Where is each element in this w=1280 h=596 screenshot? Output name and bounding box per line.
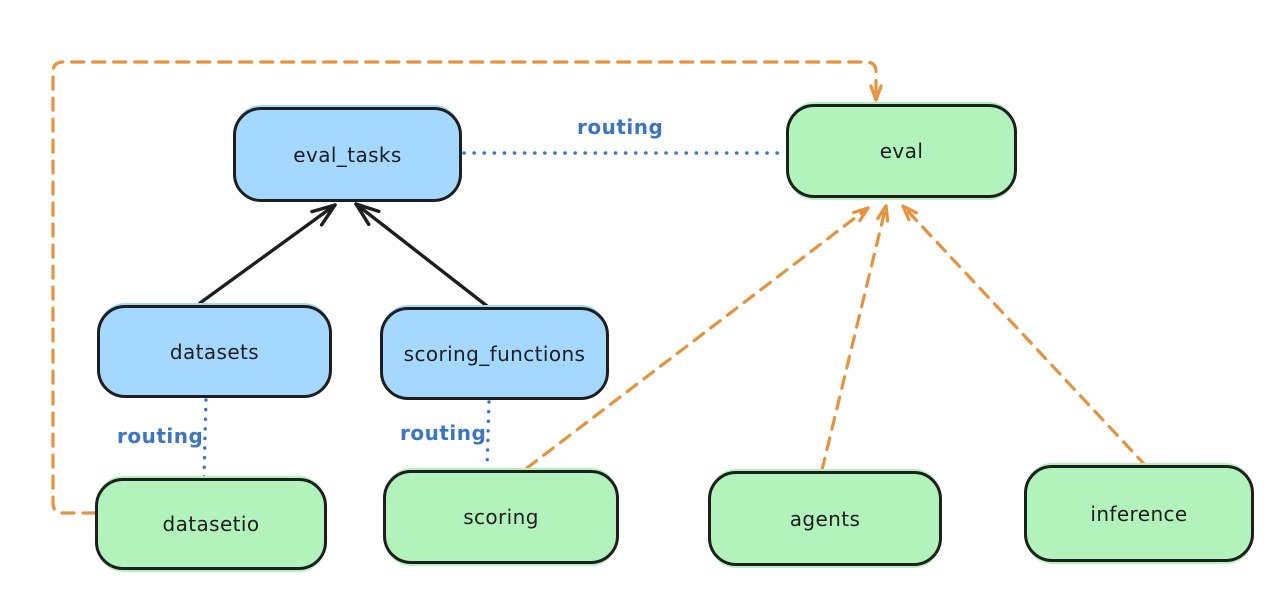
edge-scoring-eval-arrowhead [852,206,870,215]
edge-datasetio-eval-arrowhead [869,84,878,102]
node-agents: agents [708,471,942,566]
node-eval-tasks-label: eval_tasks [293,142,402,167]
edge-scoring-eval-line [525,206,870,470]
node-scoring: scoring [383,470,619,564]
node-eval-tasks: eval_tasks [233,107,462,202]
node-inference: inference [1024,465,1254,562]
routing-label-evaltasks-eval: routing [577,115,664,139]
routing-label-scoringfunctions-scoring: routing [400,421,487,445]
edge-scoringfunctions-evaltasks-line [354,202,489,308]
edge-scoring-eval-arrowhead [858,206,870,223]
edge-agents-eval-line [820,204,888,472]
edge-agents-eval-arrowhead [876,204,888,221]
node-datasets: datasets [97,305,332,398]
node-datasets-label: datasets [169,339,260,364]
edge-inference-eval-arrowhead [901,204,918,215]
edge-routing-scoringfunctions-scoring-line [485,400,491,471]
edge-inference-eval-line [901,204,1148,468]
edge-datasets-evaltasks-arrowhead [310,203,337,214]
edge-datasetio-eval-line [51,60,878,515]
edge-routing-datasets-datasetio-line [202,398,208,479]
node-scoring-label: scoring [463,505,539,529]
edge-agents-eval-arrowhead [884,204,890,223]
node-scoring-functions: scoring_functions [380,307,609,400]
node-datasetio-label: datasetio [162,512,260,536]
edge-scoringfunctions-evaltasks-arrowhead [354,202,381,214]
edge-datasets-evaltasks-line [198,203,337,305]
node-scoring-functions-label: scoring_functions [403,341,586,366]
node-datasetio: datasetio [95,478,327,570]
edge-datasetio-eval-arrowhead [874,84,883,102]
edge-datasets-evaltasks-arrowhead [319,203,337,227]
node-agents-label: agents [789,506,861,531]
node-eval-label: eval [879,139,924,163]
edge-scoringfunctions-evaltasks-arrowhead [354,202,371,227]
routing-label-datasets-datasetio: routing [117,424,204,448]
node-eval: eval [786,104,1017,198]
edge-inference-eval-arrowhead [901,204,911,222]
node-inference-label: inference [1090,501,1188,526]
